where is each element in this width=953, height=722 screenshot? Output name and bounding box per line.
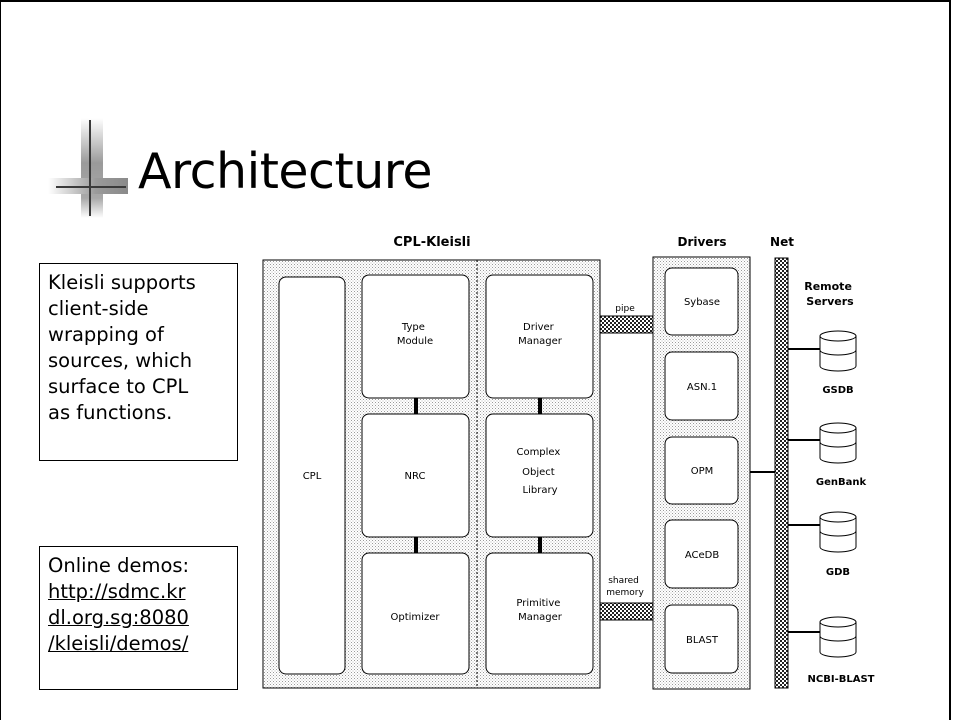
- driver-box: [664, 267, 739, 336]
- driver-label: OPM: [691, 466, 714, 477]
- server-label: NCBI-BLAST: [808, 674, 875, 685]
- driver-manager-label: Driver Manager: [518, 322, 563, 347]
- title-decoration-hline: [56, 186, 126, 188]
- col-line: Library: [523, 485, 558, 496]
- driver-box: [664, 604, 739, 674]
- driver-box: [664, 519, 739, 589]
- cpl-module: [278, 276, 346, 675]
- server-label: GSDB: [822, 385, 853, 396]
- kleisli-label: CPL-Kleisli: [393, 235, 470, 250]
- net-label: Net: [770, 235, 794, 249]
- slide-title: Architecture: [138, 143, 432, 200]
- demo-label: Online demos:: [48, 554, 190, 577]
- server-label: GenBank: [816, 477, 867, 488]
- shared-memory-line: memory: [606, 588, 644, 598]
- note-line: sources, which: [48, 349, 193, 372]
- note-line: Kleisli supports: [48, 271, 196, 294]
- remote-servers-line: Remote: [804, 280, 852, 293]
- server-label: GDB: [826, 567, 850, 578]
- type-module-label: Type Module: [397, 322, 433, 347]
- demo-textbox: Online demos: http://sdmc.kr dl.org.sg:8…: [39, 546, 238, 690]
- title-decoration-vline: [89, 120, 91, 216]
- note-line: as functions.: [48, 401, 173, 424]
- driver-label: Sybase: [684, 297, 720, 308]
- driver-manager-line: Manager: [518, 336, 563, 347]
- primitive-manager-label: Primitive Manager: [516, 598, 563, 623]
- primitive-manager-line: Manager: [518, 612, 563, 623]
- note-line: wrapping of: [48, 323, 164, 346]
- shared-memory-label: shared memory: [606, 576, 644, 598]
- col-line: Complex: [516, 447, 560, 458]
- optimizer-module-label: Optimizer: [391, 612, 441, 623]
- connector: [538, 536, 542, 554]
- primitive-manager-line: Primitive: [516, 598, 560, 609]
- remote-servers-label: Remote Servers: [804, 280, 856, 308]
- pipe-link: [599, 315, 654, 334]
- demo-link-line[interactable]: /kleisli/demos/: [48, 632, 189, 655]
- note-line: client-side: [48, 297, 149, 320]
- demo-link-line[interactable]: dl.org.sg:8080: [48, 606, 189, 629]
- connector: [414, 397, 418, 415]
- type-module: [361, 274, 470, 399]
- optimizer-module: [361, 552, 470, 675]
- nrc-module: [361, 413, 470, 538]
- pipe-label: pipe: [615, 304, 635, 314]
- shared-memory-link: [599, 602, 654, 621]
- driver-box: [664, 436, 739, 505]
- type-module-line: Module: [397, 336, 433, 347]
- driver-manager-line: Driver: [523, 322, 555, 333]
- remote-servers-line: Servers: [806, 295, 854, 308]
- note-line: surface to CPL: [48, 375, 189, 398]
- database-icon: [819, 511, 857, 553]
- cpl-module-label: CPL: [303, 471, 322, 482]
- database-icon: [819, 422, 857, 464]
- net-bar: [774, 257, 789, 689]
- demo-link-line[interactable]: http://sdmc.kr: [48, 580, 186, 603]
- col-line: Object: [522, 467, 555, 478]
- driver-label: ACeDB: [685, 550, 720, 561]
- drivers-label: Drivers: [677, 235, 726, 249]
- complex-object-library-label: Complex Object Library: [516, 447, 563, 496]
- driver-box: [664, 351, 739, 421]
- type-module-line: Type: [401, 322, 425, 333]
- connector: [414, 536, 418, 554]
- driver-manager-module: [485, 274, 594, 399]
- nrc-module-label: NRC: [405, 471, 426, 482]
- driver-label: ASN.1: [687, 382, 717, 393]
- connector: [538, 397, 542, 415]
- database-icon: [819, 330, 857, 372]
- driver-label: BLAST: [686, 635, 719, 646]
- note-textbox: Kleisli supports client-side wrapping of…: [39, 263, 238, 461]
- complex-object-library-module: [485, 413, 594, 538]
- primitive-manager-module: [485, 552, 594, 675]
- database-icon: [819, 616, 857, 658]
- shared-memory-line: shared: [608, 576, 639, 586]
